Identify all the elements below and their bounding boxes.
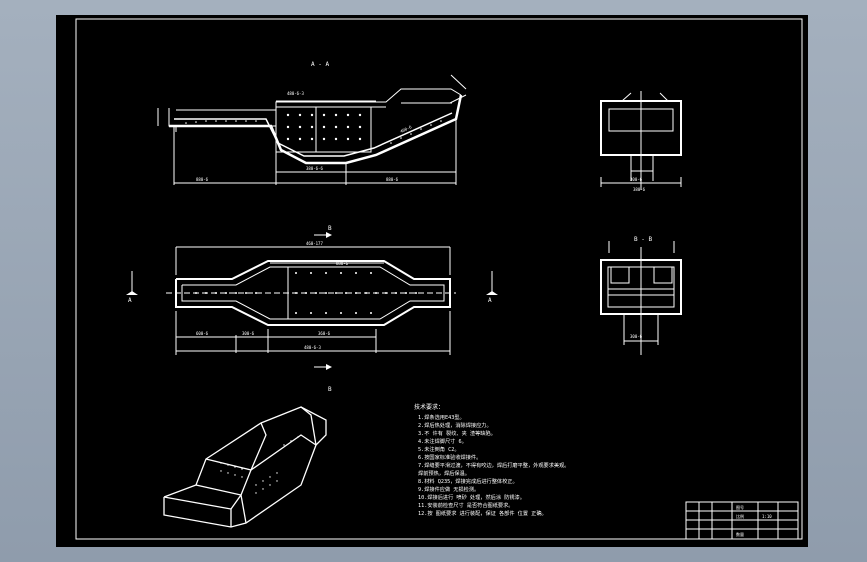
technical-notes: 技术要求： 1.焊条选用E43型。 2.焊后热处理，消除焊接应力。 3.不 许有… xyxy=(414,403,570,517)
arrow-b-top: B xyxy=(328,225,332,232)
arrow-a-right: A xyxy=(488,297,492,304)
note-line-2: 2.焊后热处理，消除焊接应力。 xyxy=(418,421,492,429)
arrow-b-bottom: B xyxy=(328,386,332,393)
note-line-4: 4.未注焊脚尺寸 6。 xyxy=(418,437,467,445)
dim-elev-seg1: 880-6 xyxy=(196,177,209,182)
dim-side-height: 300-6 xyxy=(630,177,643,182)
notes-title: 技术要求： xyxy=(414,403,444,411)
side-view: 300-6 380-6 xyxy=(600,91,682,192)
note-line-8: 焊前预热，焊后保温。 xyxy=(418,469,470,477)
dim-side-width: 380-6 xyxy=(633,187,646,192)
dim-elev-slope: 400-6 xyxy=(399,124,413,134)
note-line-1: 1.焊条选用E43型。 xyxy=(418,413,465,421)
dim-elev-seg3: 880-6 xyxy=(386,177,399,182)
dim-plan-seg2: 300-6 xyxy=(242,331,255,336)
cad-drawing: A - A xyxy=(75,18,803,540)
drawing-sheet: A - A xyxy=(56,15,808,547)
title-block-b: 比例 xyxy=(736,513,744,519)
section-bb-label: B - B xyxy=(634,236,652,243)
drawing-frame xyxy=(75,18,803,540)
dim-plan-overall: 480-6-3 xyxy=(304,345,321,350)
dim-plan-seg3: 360-6 xyxy=(318,331,331,336)
plan-view: A A B B 460-177 880-6 600-6 300-6 360-6 … xyxy=(126,225,498,393)
title-block-d: 数量 xyxy=(736,531,744,537)
isometric-view xyxy=(163,406,327,528)
section-bb-view: B - B 300-6 xyxy=(600,236,682,355)
note-line-13: 12.按 图纸要求 进行装配，保证 各部件 位置 正确。 xyxy=(418,509,547,517)
isometric-holes xyxy=(220,436,299,494)
note-line-9: 8.材料 Q235，焊接完成后进行整体校正。 xyxy=(418,477,518,485)
note-line-12: 11.安装前检查尺寸 是否符合图纸要求。 xyxy=(418,501,514,509)
arrow-a-left: A xyxy=(128,297,132,304)
dim-bb-width: 300-6 xyxy=(630,334,643,339)
note-line-5: 5.未注倒角 C2。 xyxy=(418,445,460,453)
dim-top-overall: 480-6-3 xyxy=(287,91,304,96)
title-block: 图号 比例 1:10 数量 xyxy=(685,501,799,540)
note-line-3: 3.不 许有 裂纹、夹 渣等缺陷。 xyxy=(418,429,496,437)
dim-plan-top: 460-177 xyxy=(306,241,323,246)
title-block-a: 图号 xyxy=(736,504,744,510)
note-line-11: 10.焊接后进行 喷砂 处理，然后涂 防锈漆。 xyxy=(418,493,525,501)
section-aa-label: A - A xyxy=(311,61,329,68)
dim-plan-seg1: 600-6 xyxy=(196,331,209,336)
section-aa-view: A - A xyxy=(157,61,467,185)
dim-plan-inner: 880-6 xyxy=(336,261,349,266)
title-block-c: 1:10 xyxy=(762,514,772,519)
dim-elev-seg2: 380-6-6 xyxy=(306,166,323,171)
note-line-7: 7.焊缝要平滑过渡，不得有咬边，焊后打磨平整，外观要求美观。 xyxy=(418,461,570,469)
note-line-6: 6.按国家标准验收焊接件。 xyxy=(418,453,481,461)
note-line-10: 9.焊接件应做 无损检测。 xyxy=(418,485,479,493)
